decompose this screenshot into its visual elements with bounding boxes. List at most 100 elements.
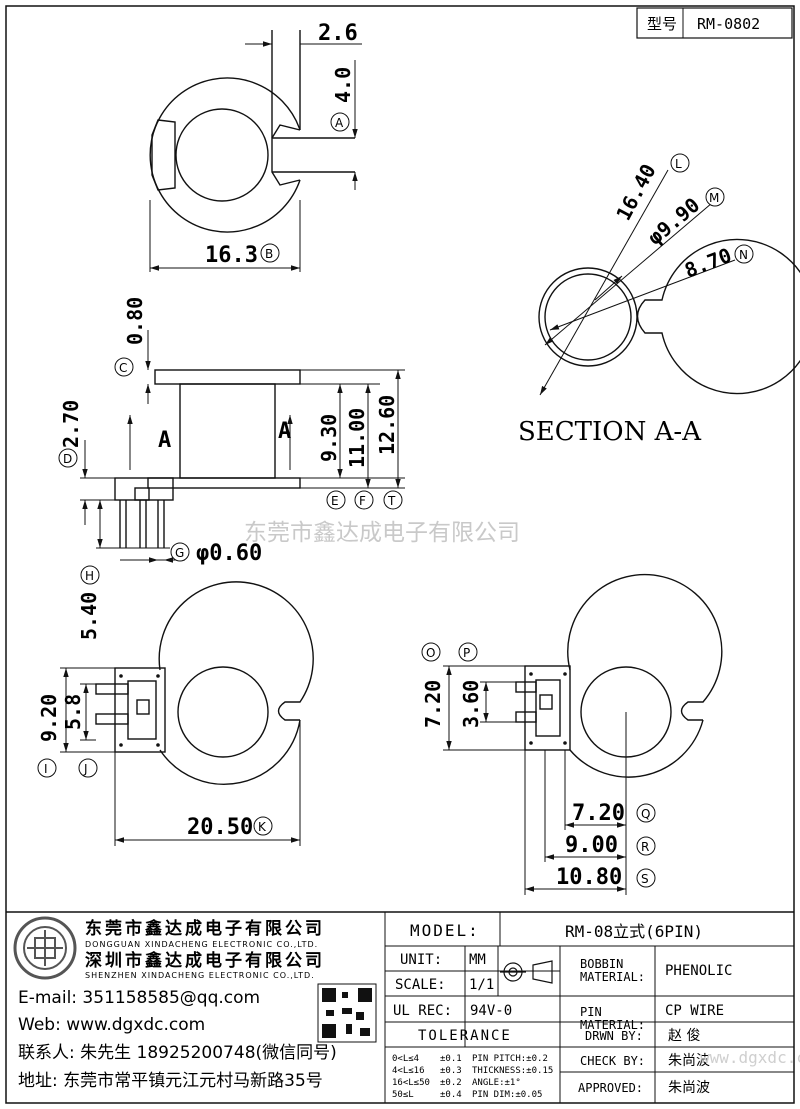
dim-flange-label: 0.80 xyxy=(123,297,147,345)
svg-text:H: H xyxy=(85,569,94,583)
section-mark-left: A xyxy=(158,428,171,453)
sheet-frame xyxy=(5,5,795,1104)
callout-j: J xyxy=(78,758,98,778)
tb-drwn-value: 赵 俊 xyxy=(668,1028,700,1044)
svg-text:N: N xyxy=(739,248,748,262)
section-view xyxy=(538,238,800,395)
qr-code-icon xyxy=(317,983,377,1043)
section-title: SECTION A-A xyxy=(518,417,702,447)
callout-e: E xyxy=(326,490,346,510)
callout-c: C xyxy=(114,357,134,377)
svg-text:±0.3: ±0.3 xyxy=(440,1066,462,1076)
watermark: 东莞市鑫达成电子有限公司 xyxy=(244,520,520,546)
callout-r: R xyxy=(636,836,656,856)
tb-ul-value: 94V-0 xyxy=(470,1003,512,1019)
company-name-dongguan-en: DONGGUAN XINDACHENG ELECTRONIC CO.,LTD. xyxy=(85,940,318,949)
svg-text:4<L≤16: 4<L≤16 xyxy=(392,1066,425,1076)
header-model-label: 型号 xyxy=(647,15,677,33)
tb-tolerance: TOLERANCE xyxy=(418,1028,512,1044)
top-view xyxy=(149,30,355,233)
dim-overall-label: 16.3 xyxy=(205,243,258,268)
svg-text:P: P xyxy=(463,646,470,660)
svg-text:ANGLE:±1°: ANGLE:±1° xyxy=(472,1078,521,1088)
callout-b: B xyxy=(260,243,280,263)
callout-h: H xyxy=(80,565,100,585)
tb-ul-label: UL REC: xyxy=(393,1003,452,1019)
svg-text:K: K xyxy=(258,820,267,834)
callout-m: M xyxy=(705,187,725,207)
callout-a-top: A xyxy=(330,112,350,132)
tolerance-table: 0<L≤4 ±0.1 PIN PITCH:±0.2 4<L≤16 ±0.3 TH… xyxy=(392,1054,553,1100)
dim-total-label: 12.60 xyxy=(375,395,399,455)
svg-text:A: A xyxy=(335,116,344,130)
company-address: 地址: 东莞市常平镇元江元村马新路35号 xyxy=(18,1071,323,1091)
callout-q: Q xyxy=(636,803,656,823)
svg-text:Q: Q xyxy=(641,807,650,821)
tb-model-value: RM-08立式(6PIN) xyxy=(565,922,703,941)
side-view xyxy=(114,369,301,548)
bottom-left-pins xyxy=(119,674,160,747)
svg-text:±0.2: ±0.2 xyxy=(440,1078,462,1088)
section-mark-right: A xyxy=(278,419,291,444)
company-name-shenzhen-en: SHENZHEN XINDACHENG ELECTRONIC CO.,LTD. xyxy=(85,971,315,980)
tb-check-label: CHECK BY: xyxy=(580,1054,645,1068)
tb-unit-value: MM xyxy=(469,952,486,968)
tb-approved-label: APPROVED: xyxy=(578,1081,643,1095)
company-email: E-mail: 351158585@qq.com xyxy=(18,988,260,1008)
dim-n-label: 8.70 xyxy=(681,243,735,283)
svg-text:T: T xyxy=(387,494,396,508)
dim-pin-step-label: 2.70 xyxy=(59,400,83,448)
callout-d: D xyxy=(58,448,78,468)
dim-width-label: 2.6 xyxy=(318,21,358,46)
callout-l: L xyxy=(670,153,690,173)
svg-text:O: O xyxy=(426,646,435,660)
callout-i: I xyxy=(37,758,57,778)
svg-text:16<L≤50: 16<L≤50 xyxy=(392,1078,430,1088)
dim-inner-label: 9.30 xyxy=(317,414,341,462)
tb-check-value: 朱尚波 xyxy=(668,1053,710,1069)
dim-s-label: 10.80 xyxy=(556,865,622,890)
svg-text:L: L xyxy=(675,157,682,171)
tb-unit-label: UNIT: xyxy=(400,952,442,968)
tb-drwn-label: DRWN BY: xyxy=(585,1029,643,1043)
callout-n: N xyxy=(734,244,754,264)
svg-text:THICKNESS:±0.15: THICKNESS:±0.15 xyxy=(472,1066,553,1076)
svg-text:B: B xyxy=(265,247,273,261)
tb-scale-value: 1/1 xyxy=(469,977,494,993)
dim-height-label: 4.0 xyxy=(331,67,355,103)
dim-l-label: 16.40 xyxy=(611,160,660,224)
header-model-box: 型号 RM-0802 xyxy=(636,7,793,39)
callout-p: P xyxy=(458,642,478,662)
svg-text:PIN PITCH:±0.2: PIN PITCH:±0.2 xyxy=(472,1054,548,1064)
company-name-shenzhen: 深圳市鑫达成电子有限公司 xyxy=(85,950,325,971)
svg-text:R: R xyxy=(641,840,649,854)
svg-text:E: E xyxy=(331,494,339,508)
svg-text:F: F xyxy=(359,494,366,508)
dim-m-label: φ9.90 xyxy=(643,193,705,250)
dim-pin-len-label: 5.40 xyxy=(77,592,101,640)
bottom-right-view xyxy=(515,573,723,778)
projection-symbol-icon xyxy=(500,960,553,984)
dim-q-label: 7.20 xyxy=(572,801,625,826)
company-logo xyxy=(13,916,77,980)
svg-text:50≤L: 50≤L xyxy=(392,1090,414,1100)
tb-bobbin-value: PHENOLIC xyxy=(665,963,732,979)
svg-text:0<L≤4: 0<L≤4 xyxy=(392,1054,419,1064)
svg-text:±0.1: ±0.1 xyxy=(440,1054,462,1064)
tb-pin-value: CP WIRE xyxy=(665,1003,724,1019)
bottom-right-pins xyxy=(529,672,567,745)
callout-s: S xyxy=(636,868,656,888)
header-model-value: RM-0802 xyxy=(697,15,760,33)
callout-t: T xyxy=(383,490,403,510)
svg-text:J: J xyxy=(83,762,88,776)
tb-faint-site: www.dgxdc.com xyxy=(700,1048,800,1067)
svg-text:D: D xyxy=(63,452,72,466)
company-contact: 联系人: 朱先生 18925200748(微信同号) xyxy=(18,1043,337,1063)
svg-text:G: G xyxy=(175,546,184,560)
dim-k-label: 20.50 xyxy=(187,815,253,840)
tb-approved-value: 朱尚波 xyxy=(668,1080,710,1096)
bottom-left-view xyxy=(95,581,314,785)
callout-o: O xyxy=(421,642,441,662)
